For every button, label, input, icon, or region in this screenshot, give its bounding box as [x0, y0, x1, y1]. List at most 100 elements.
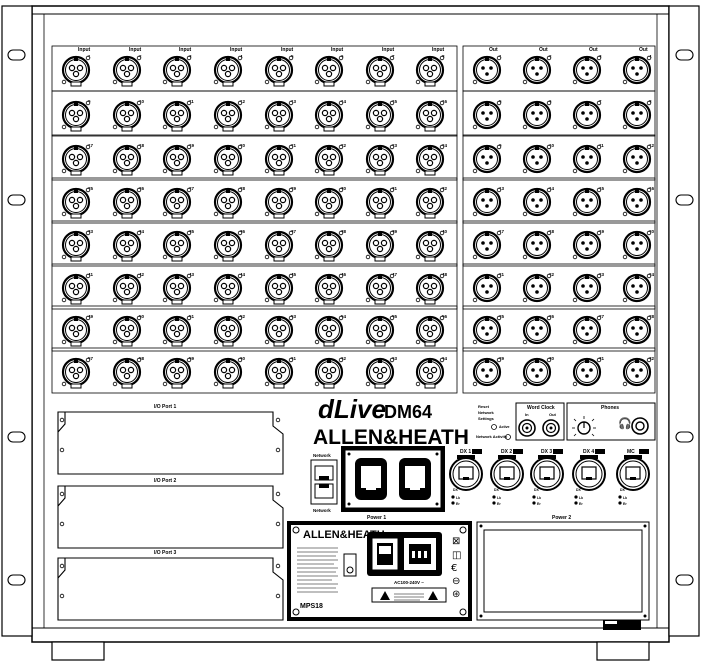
input-xlr[interactable]: 49 — [61, 314, 94, 347]
input-xlr[interactable]: 10 — [112, 99, 145, 132]
output-xlr[interactable]: 30 — [522, 356, 555, 387]
input-xlr[interactable]: 62 — [314, 356, 347, 389]
input-xlr[interactable]: 47 — [365, 272, 398, 305]
output-xlr[interactable]: 15 — [572, 186, 605, 217]
reset-button[interactable] — [491, 424, 497, 430]
input-xlr[interactable]: 52 — [213, 314, 246, 347]
output-xlr[interactable]: 13 — [472, 186, 505, 217]
input-xlr[interactable]: 19 — [162, 143, 195, 176]
output-xlr[interactable]: 32 — [622, 356, 655, 387]
input-xlr[interactable]: 36 — [213, 229, 246, 262]
input-xlr[interactable]: 57 — [61, 356, 94, 389]
output-xlr[interactable]: 10 — [522, 143, 555, 174]
input-xlr[interactable]: 32 — [415, 186, 448, 219]
output-xlr[interactable]: Out2 — [522, 47, 552, 85]
input-xlr[interactable]: 31 — [365, 186, 398, 219]
input-xlr[interactable]: Input4 — [213, 47, 243, 87]
output-xlr[interactable]: 21 — [472, 272, 505, 303]
input-xlr[interactable]: 50 — [112, 314, 145, 347]
output-xlr[interactable]: 20 — [622, 229, 655, 260]
input-xlr[interactable]: 48 — [415, 272, 448, 305]
input-xlr[interactable]: 61 — [264, 356, 297, 389]
input-xlr[interactable]: 16 — [415, 99, 448, 132]
output-xlr[interactable]: 28 — [622, 314, 655, 345]
output-xlr[interactable]: 16 — [622, 186, 655, 217]
input-xlr[interactable]: 42 — [112, 272, 145, 305]
output-xlr[interactable]: 24 — [622, 272, 655, 303]
input-xlr[interactable]: 41 — [61, 272, 94, 305]
input-xlr[interactable]: 59 — [162, 356, 195, 389]
input-xlr[interactable]: Input3 — [162, 47, 192, 87]
output-xlr[interactable]: 23 — [572, 272, 605, 303]
input-xlr[interactable]: 38 — [314, 229, 347, 262]
input-xlr[interactable]: 30 — [314, 186, 347, 219]
io-port-slot[interactable] — [57, 557, 284, 621]
input-xlr[interactable]: 24 — [415, 143, 448, 176]
input-xlr[interactable]: 51 — [162, 314, 195, 347]
input-xlr[interactable]: 37 — [264, 229, 297, 262]
input-xlr[interactable]: 44 — [213, 272, 246, 305]
input-xlr[interactable]: 39 — [365, 229, 398, 262]
output-xlr[interactable]: 19 — [572, 229, 605, 260]
input-xlr[interactable]: 12 — [213, 99, 246, 132]
input-xlr[interactable]: 25 — [61, 186, 94, 219]
io-port-slot[interactable] — [57, 411, 284, 475]
input-xlr[interactable]: Input6 — [314, 47, 344, 87]
io-port-slot[interactable] — [57, 485, 284, 549]
input-xlr[interactable]: Input7 — [365, 47, 395, 87]
output-xlr[interactable]: 17 — [472, 229, 505, 260]
input-xlr[interactable]: 43 — [162, 272, 195, 305]
input-xlr[interactable]: Input8 — [415, 47, 445, 87]
input-xlr[interactable]: 22 — [314, 143, 347, 176]
input-xlr[interactable]: 45 — [264, 272, 297, 305]
input-xlr[interactable]: 56 — [415, 314, 448, 347]
input-xlr[interactable]: 27 — [162, 186, 195, 219]
output-xlr[interactable]: 8 — [622, 99, 652, 130]
output-xlr[interactable]: 26 — [522, 314, 555, 345]
input-xlr[interactable]: 28 — [213, 186, 246, 219]
input-xlr[interactable]: 17 — [61, 143, 94, 176]
input-xlr[interactable]: 58 — [112, 356, 145, 389]
output-xlr[interactable]: 29 — [472, 356, 505, 387]
input-xlr[interactable]: Input2 — [112, 47, 142, 87]
output-xlr[interactable]: 27 — [572, 314, 605, 345]
input-xlr[interactable]: 46 — [314, 272, 347, 305]
input-xlr[interactable]: 34 — [112, 229, 145, 262]
phones-jack[interactable] — [631, 417, 649, 435]
input-xlr[interactable]: 33 — [61, 229, 94, 262]
output-xlr[interactable]: 7 — [572, 99, 602, 130]
output-xlr[interactable]: 25 — [472, 314, 505, 345]
input-xlr[interactable]: 20 — [213, 143, 246, 176]
output-xlr[interactable]: 6 — [522, 99, 552, 130]
input-xlr[interactable]: 26 — [112, 186, 145, 219]
input-xlr[interactable]: 18 — [112, 143, 145, 176]
input-xlr[interactable]: 23 — [365, 143, 398, 176]
output-xlr[interactable]: 12 — [622, 143, 655, 174]
input-xlr[interactable]: 11 — [162, 99, 194, 132]
output-xlr[interactable]: 18 — [522, 229, 555, 260]
input-xlr[interactable]: 53 — [264, 314, 297, 347]
input-xlr[interactable]: 64 — [415, 356, 448, 389]
output-xlr[interactable]: 11 — [572, 143, 604, 174]
input-xlr[interactable]: 15 — [365, 99, 398, 132]
input-xlr[interactable]: 63 — [365, 356, 398, 389]
output-xlr[interactable]: 31 — [572, 356, 605, 387]
input-xlr[interactable]: 13 — [264, 99, 297, 132]
input-xlr[interactable]: 21 — [264, 143, 297, 176]
output-xlr[interactable]: Out4 — [622, 47, 652, 85]
input-xlr[interactable]: 55 — [365, 314, 398, 347]
output-xlr[interactable]: 14 — [522, 186, 555, 217]
output-xlr[interactable]: 9 — [472, 143, 502, 174]
input-xlr[interactable]: Input5 — [264, 47, 294, 87]
input-xlr[interactable]: 54 — [314, 314, 347, 347]
input-xlr[interactable]: 14 — [314, 99, 347, 132]
input-xlr[interactable]: 40 — [415, 229, 448, 262]
input-xlr[interactable]: 9 — [61, 99, 91, 132]
